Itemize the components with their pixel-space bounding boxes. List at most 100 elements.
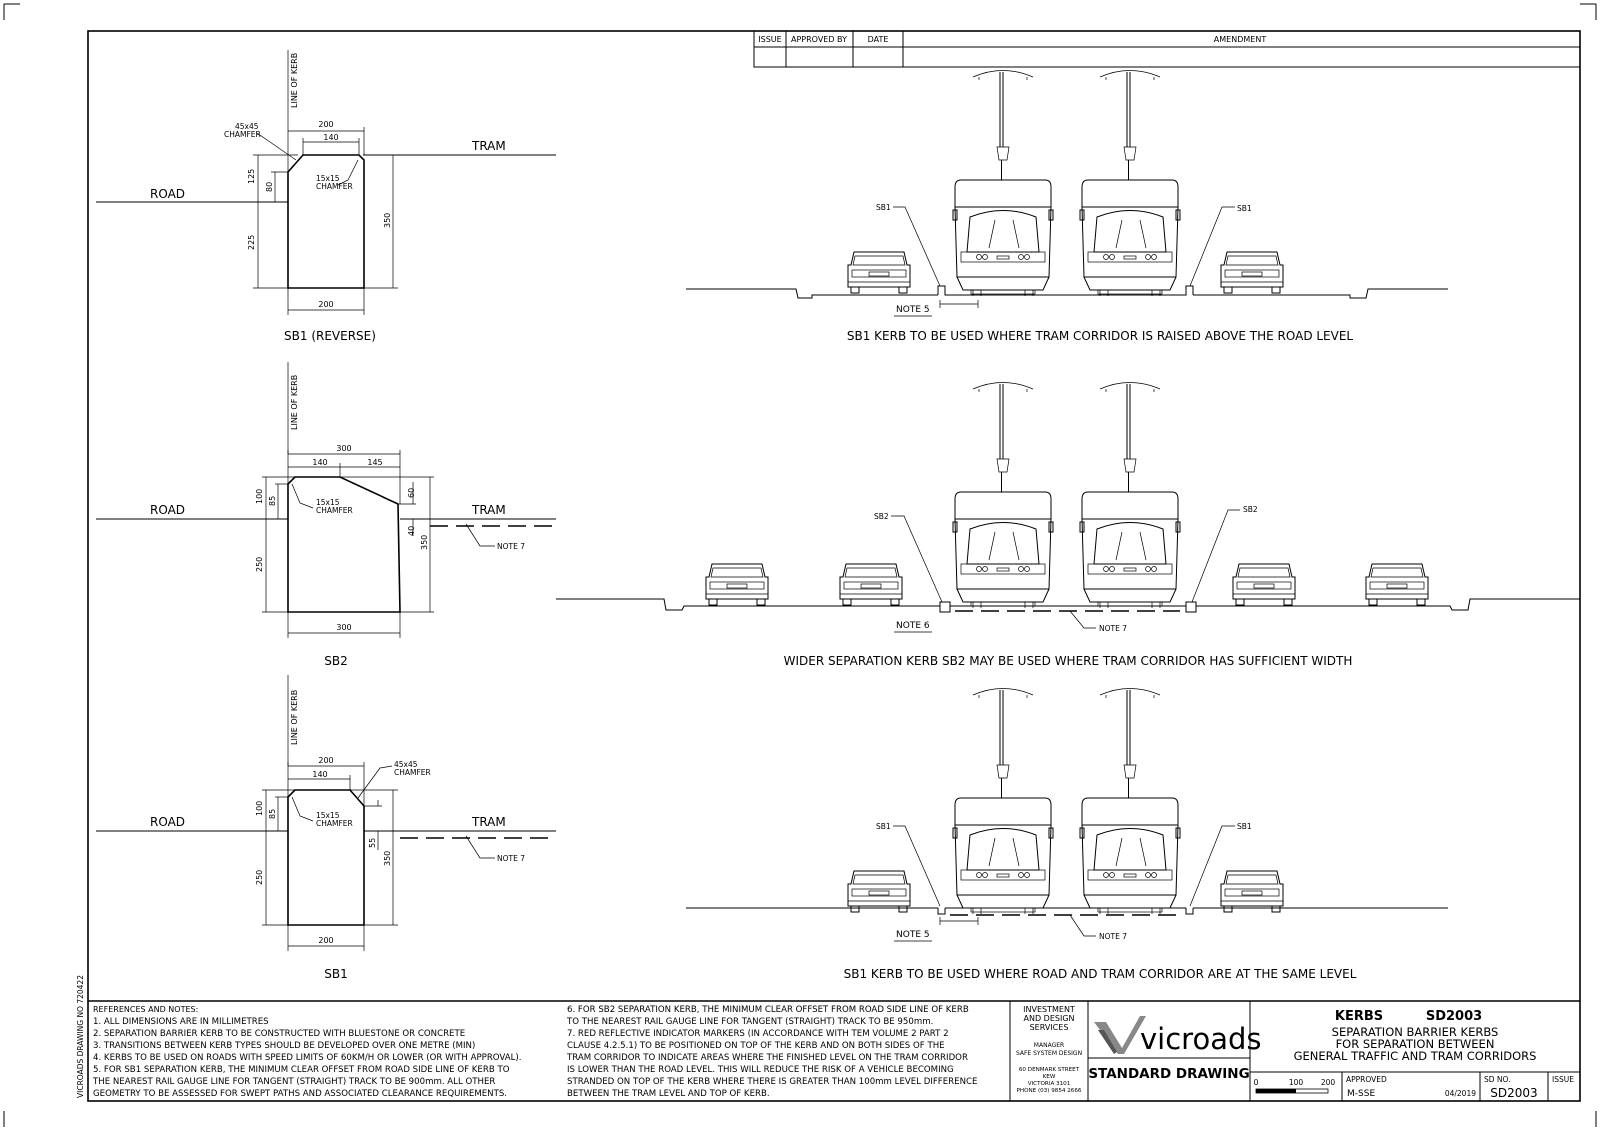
note-line: GEOMETRY TO BE ASSESSED FOR SWEPT PATHS … bbox=[93, 1089, 507, 1099]
detail-caption: SB1 (REVERSE) bbox=[284, 329, 376, 343]
chamfer45-label: CHAMFER bbox=[224, 130, 261, 139]
section-kerb-label-right: SB1 bbox=[1237, 204, 1252, 213]
note-line: 3. TRANSITIONS BETWEEN KERB TYPES SHOULD… bbox=[93, 1041, 475, 1051]
section-note: NOTE 5 bbox=[896, 305, 930, 315]
note-line: THE NEAREST RAIL GAUGE LINE FOR TANGENT … bbox=[92, 1077, 495, 1087]
dim-left-inner: 85 bbox=[268, 809, 277, 819]
scale-mark: 200 bbox=[1321, 1078, 1336, 1087]
note-line: IS LOWER THAN THE ROAD LEVEL. THIS WILL … bbox=[567, 1065, 954, 1075]
address-line: PHONE (03) 9854 2666 bbox=[1017, 1088, 1082, 1094]
dim-top-b: 145 bbox=[367, 458, 382, 467]
dim-top-a: 140 bbox=[312, 458, 327, 467]
vicroads-logo: vicroads bbox=[1094, 1016, 1261, 1056]
dim-left-inner: 80 bbox=[265, 182, 274, 192]
note-line: 5. FOR SB1 SEPARATION KERB, THE MINIMUM … bbox=[93, 1065, 510, 1075]
approved-date: 04/2019 bbox=[1445, 1089, 1476, 1098]
address-line: KEW bbox=[1043, 1074, 1056, 1080]
dim-left-upper: 100 bbox=[255, 801, 264, 816]
tram-label: TRAM bbox=[471, 503, 506, 517]
dim-left-lower: 250 bbox=[255, 557, 264, 572]
scale-bar: 0 100 200 bbox=[1254, 1078, 1336, 1094]
note-line: 4. KERBS TO BE USED ON ROADS WITH SPEED … bbox=[93, 1053, 522, 1063]
line-of-kerb-label: LINE OF KERB bbox=[290, 375, 299, 430]
section-caption: WIDER SEPARATION KERB SB2 MAY BE USED WH… bbox=[784, 654, 1353, 668]
dim-top: 200 bbox=[318, 756, 333, 765]
dim-bottom: 300 bbox=[336, 623, 351, 632]
sheet-corner-marks bbox=[3, 3, 1597, 1127]
standard-drawing-label: STANDARD DRAWING bbox=[1088, 1066, 1249, 1082]
chamfer15-label: 15x15 bbox=[316, 174, 340, 183]
dim-left-upper: 125 bbox=[247, 169, 256, 184]
detail-caption: SB2 bbox=[324, 654, 347, 668]
section-kerb-label-right: SB1 bbox=[1237, 822, 1252, 831]
chamfer15-label: 15x15 bbox=[316, 498, 340, 507]
drawing-label: KERBS bbox=[1335, 1009, 1383, 1024]
dim-right: 350 bbox=[383, 851, 392, 866]
section-kerb-label-left: SB2 bbox=[874, 512, 889, 521]
drawing-number-side: VICROADS DRAWING NO 720422 bbox=[76, 975, 85, 1098]
dim-right: 350 bbox=[383, 213, 392, 228]
rev-header-issue: ISSUE bbox=[758, 35, 781, 44]
note-line: 2. SEPARATION BARRIER KERB TO BE CONSTRU… bbox=[93, 1029, 465, 1039]
section-caption: SB1 KERB TO BE USED WHERE TRAM CORRIDOR … bbox=[847, 329, 1354, 343]
note-line: TO THE NEAREST RAIL GAUGE LINE FOR TANGE… bbox=[566, 1017, 933, 1027]
tram-label: TRAM bbox=[471, 139, 506, 153]
drawing-border bbox=[87, 30, 1581, 1102]
road-label: ROAD bbox=[150, 815, 185, 829]
section-note7: NOTE 7 bbox=[1099, 932, 1127, 941]
line-of-kerb-label: LINE OF KERB bbox=[290, 53, 299, 108]
note-line: 6. FOR SB2 SEPARATION KERB, THE MINIMUM … bbox=[567, 1005, 969, 1015]
road-label: ROAD bbox=[150, 187, 185, 201]
rev-header-approved: APPROVED BY bbox=[791, 35, 847, 44]
detail-sb2: ROAD TRAM LINE OF KERB 300 140 145 100 2… bbox=[96, 362, 556, 668]
sd-no-label: SD NO. bbox=[1484, 1075, 1511, 1084]
issue-label: ISSUE bbox=[1552, 1075, 1574, 1084]
dim-bottom: 200 bbox=[318, 936, 333, 945]
note-line: CLAUSE 4.2.5.1) TO BE POSITIONED ON TOP … bbox=[567, 1041, 945, 1051]
line-of-kerb-label: LINE OF KERB bbox=[290, 690, 299, 745]
approved-label: APPROVED bbox=[1346, 1075, 1387, 1084]
section-note7: NOTE 7 bbox=[1099, 624, 1127, 633]
drawing-title-line: SEPARATION BARRIER KERBS bbox=[1332, 1025, 1499, 1039]
note-line: TRAM CORRIDOR TO INDICATE AREAS WHERE TH… bbox=[566, 1053, 968, 1063]
dim-right-inner: 40 bbox=[407, 526, 416, 536]
dept-name: SERVICES bbox=[1030, 1023, 1069, 1032]
title-block: REFERENCES AND NOTES: 1. ALL DIMENSIONS … bbox=[88, 1000, 1580, 1101]
notes-right: 6. FOR SB2 SEPARATION KERB, THE MINIMUM … bbox=[566, 1005, 977, 1099]
dept-name: INVESTMENT bbox=[1023, 1005, 1075, 1014]
rev-header-date: DATE bbox=[868, 35, 889, 44]
chamfer15-label: CHAMFER bbox=[316, 819, 353, 828]
chamfer45-label: CHAMFER bbox=[394, 768, 431, 777]
drawing-title-line: GENERAL TRAFFIC AND TRAM CORRIDORS bbox=[1294, 1049, 1537, 1063]
dim-bottom: 200 bbox=[318, 300, 333, 309]
revision-table: ISSUE APPROVED BY DATE AMENDMENT bbox=[753, 30, 1581, 68]
scale-mark: 100 bbox=[1289, 1078, 1304, 1087]
note-line: STRANDED ON TOP OF THE KERB WHERE THERE … bbox=[567, 1077, 977, 1087]
scale-mark: 0 bbox=[1254, 1078, 1259, 1087]
section-kerb-label-left: SB1 bbox=[876, 822, 891, 831]
section-wide-corridor: SB2 SB2 NOTE 6 NOTE 7 WIDER SEPARATION K… bbox=[556, 382, 1580, 668]
approved-value: M-SSE bbox=[1347, 1089, 1375, 1099]
dim-right-inner: 55 bbox=[368, 838, 377, 848]
dept-name: AND DESIGN bbox=[1024, 1014, 1075, 1023]
sd-no-value: SD2003 bbox=[1490, 1086, 1537, 1100]
chamfer45-label: 45x45 bbox=[235, 122, 259, 131]
dim-top: 300 bbox=[336, 444, 351, 453]
section-same-level: SB1 SB1 NOTE 5 NOTE 7 SB1 KERB TO BE USE… bbox=[686, 688, 1448, 981]
note7-label: NOTE 7 bbox=[497, 542, 525, 551]
dim-top-inner: 140 bbox=[312, 770, 327, 779]
detail-sb1-reverse: ROAD TRAM LINE OF KERB 200 140 125 225 8… bbox=[96, 50, 556, 343]
detail-sb1: ROAD TRAM LINE OF KERB 200 140 100 250 8… bbox=[96, 675, 556, 981]
detail-caption: SB1 bbox=[324, 967, 347, 981]
rev-header-amendment: AMENDMENT bbox=[1214, 35, 1267, 44]
notes-heading: REFERENCES AND NOTES: bbox=[93, 1005, 198, 1014]
chamfer45-label: 45x45 bbox=[394, 760, 418, 769]
dim-left-lower: 250 bbox=[255, 870, 264, 885]
section-note: NOTE 6 bbox=[896, 621, 930, 631]
road-label: ROAD bbox=[150, 503, 185, 517]
chamfer15-label: CHAMFER bbox=[316, 182, 353, 191]
manager-title: SAFE SYSTEM DESIGN bbox=[1016, 1050, 1082, 1057]
chamfer15-label: 15x15 bbox=[316, 811, 340, 820]
address-line: VICTORIA 3101 bbox=[1028, 1081, 1071, 1087]
